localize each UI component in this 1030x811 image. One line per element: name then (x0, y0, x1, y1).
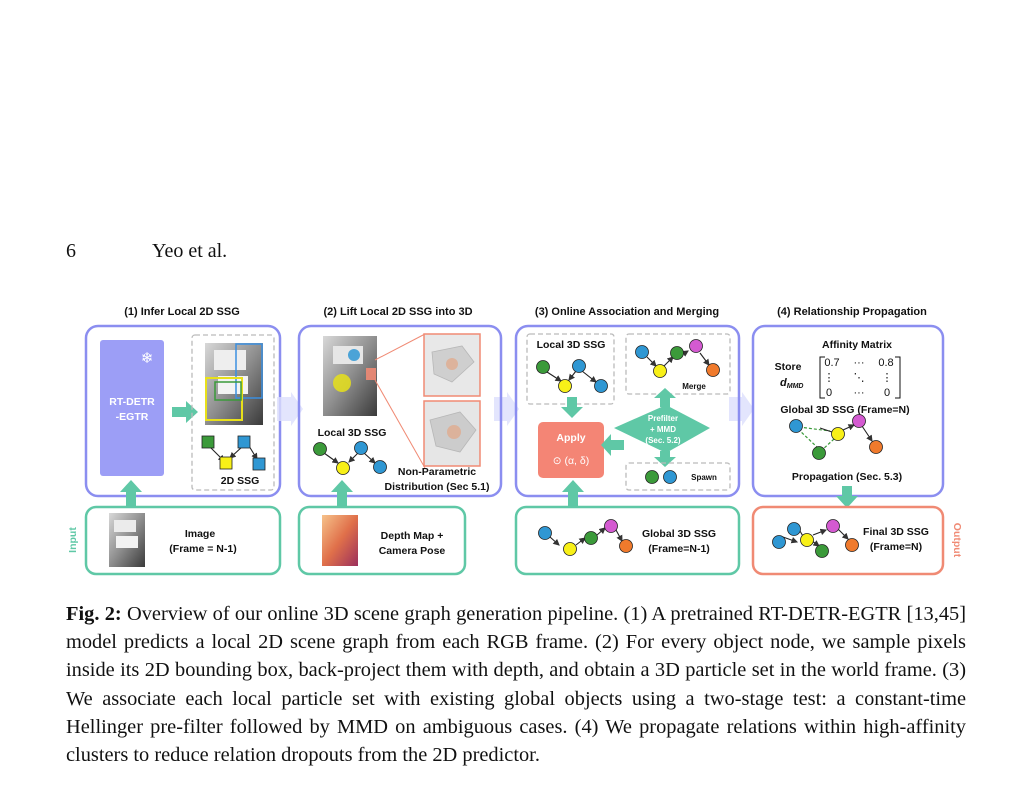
matrix-r2c1: ⋮ (824, 372, 835, 384)
model-to-ssg-arrow (172, 401, 198, 423)
affinity-title: Affinity Matrix (822, 339, 892, 351)
spawn-label: Spawn (691, 473, 717, 482)
prefilter-line3: (Sec. 5.2) (645, 436, 680, 445)
input-global-ssg-box (514, 505, 741, 576)
2d-ssg-label: 2D SSG (221, 475, 260, 487)
prefilter-line2: + MMD (650, 425, 676, 434)
model-block (100, 340, 164, 476)
running-authors: Yeo et al. (152, 240, 228, 262)
depth-label-line2: Camera Pose (379, 545, 446, 557)
global-input-label-line2: (Frame=N-1) (648, 543, 710, 555)
apply-arrow-left (601, 434, 624, 456)
output-side-label: Output (951, 523, 963, 558)
propagation-label: Propagation (Sec. 5.3) (792, 471, 902, 483)
panel3-box (514, 324, 741, 498)
input-image-thumbnail (109, 513, 145, 567)
input-depth-box (297, 505, 467, 576)
apply-label: Apply (556, 432, 585, 444)
particle-distribution-bottom (423, 400, 481, 467)
global-ssg-graph-p4 (789, 414, 883, 460)
matrix-r3c1: 0 (826, 387, 832, 399)
panel3-title: (3) Online Association and Merging (535, 306, 719, 318)
matrix-r2c2: ⋱ (854, 372, 865, 384)
zoom-line-top (374, 333, 426, 361)
panel4-down-arrow (836, 486, 858, 508)
panel1-up-arrow (120, 480, 142, 506)
final-ssg-graph (772, 519, 859, 558)
output-label-line1: Final 3D SSG (863, 526, 929, 538)
merge-label: Merge (682, 382, 706, 391)
input-image-box (84, 505, 282, 576)
input-side-label: Input (67, 527, 79, 553)
panel4-title: (4) Relationship Propagation (777, 306, 927, 318)
panel1-title: (1) Infer Local 2D SSG (124, 306, 240, 318)
spawn-node-blue (663, 470, 677, 484)
panel3-up-arrow (562, 480, 584, 506)
pipeline-figure: (1) Infer Local 2D SSG (2) Lift Local 2D… (67, 306, 963, 576)
input-global-ssg-graph (538, 519, 633, 556)
apply-operator: ⊙ (α, δ) (553, 455, 589, 467)
figure-label: Fig. 2: (66, 603, 122, 625)
global-ssg-label: Global 3D SSG (Frame=N) (780, 404, 909, 416)
input-image-label-line1: Image (185, 528, 216, 540)
snowflake-icon: ❄ (141, 350, 154, 367)
store-label: Store (775, 361, 802, 373)
matrix-r3c2: ··· (854, 387, 865, 399)
matrix-r1c2: ··· (854, 357, 865, 369)
panel2-title: (2) Lift Local 2D SSG into 3D (323, 306, 472, 318)
local-3d-ssg-graph-p3 (536, 359, 608, 393)
prefilter-diamond (614, 405, 710, 453)
zoom-line-bottom (374, 379, 426, 469)
2d-ssg-graph (201, 435, 266, 471)
matrix-r3c3: 0 (884, 387, 890, 399)
dmmd-label: dMMD (780, 377, 803, 390)
down-arrow-to-apply (561, 397, 583, 418)
affinity-matrix: 0.7 ··· 0.8 ⋮ ⋱ ⋮ 0 ··· 0 (819, 356, 901, 399)
output-box (751, 505, 945, 576)
particle-distribution-top (423, 333, 481, 397)
figure-caption: Fig. 2: Overview of our online 3D scene … (66, 600, 966, 769)
diamond-up-arrow (654, 388, 676, 407)
output-label-line2: (Frame=N) (870, 541, 922, 553)
input-image-label-line2: (Frame = N-1) (169, 543, 236, 555)
depth-label-line1: Depth Map + (381, 530, 444, 542)
local-3d-ssg-label-p2: Local 3D SSG (318, 427, 387, 439)
matrix-r1c3: 0.8 (878, 357, 893, 369)
matrix-r1c1: 0.7 (824, 357, 839, 369)
page-number: 6 (66, 240, 76, 262)
local-3d-ssg-graph-p2 (313, 441, 387, 475)
diamond-down-arrow (654, 451, 676, 467)
matrix-r2c3: ⋮ (882, 372, 893, 384)
chevron-arrow-1 (277, 392, 303, 426)
panel2-box (297, 324, 503, 498)
2d-ssg-box (191, 334, 275, 491)
depth-map-thumbnail (322, 515, 358, 566)
prefilter-line1: Prefilter (648, 414, 678, 423)
merge-graph (635, 339, 720, 378)
dist-label-line2: Distribution (Sec 5.1) (384, 481, 489, 493)
rgb-frame-photo (205, 343, 263, 425)
caption-text: Overview of our online 3D scene graph ge… (66, 603, 966, 767)
chevron-arrow-3 (729, 392, 754, 426)
dist-label-line1: Non-Parametric (398, 466, 476, 478)
merge-box (625, 333, 731, 395)
global-input-label-line1: Global 3D SSG (642, 528, 716, 540)
lifted-photo (323, 336, 377, 416)
apply-block (538, 422, 604, 478)
model-label-line2: -EGTR (116, 411, 149, 423)
local-3d-ssg-label-p3: Local 3D SSG (537, 339, 606, 351)
spawn-node-green (645, 470, 659, 484)
panel2-up-arrow (331, 480, 353, 506)
spawn-box (625, 462, 731, 491)
model-label-line1: RT-DETR (109, 396, 155, 408)
